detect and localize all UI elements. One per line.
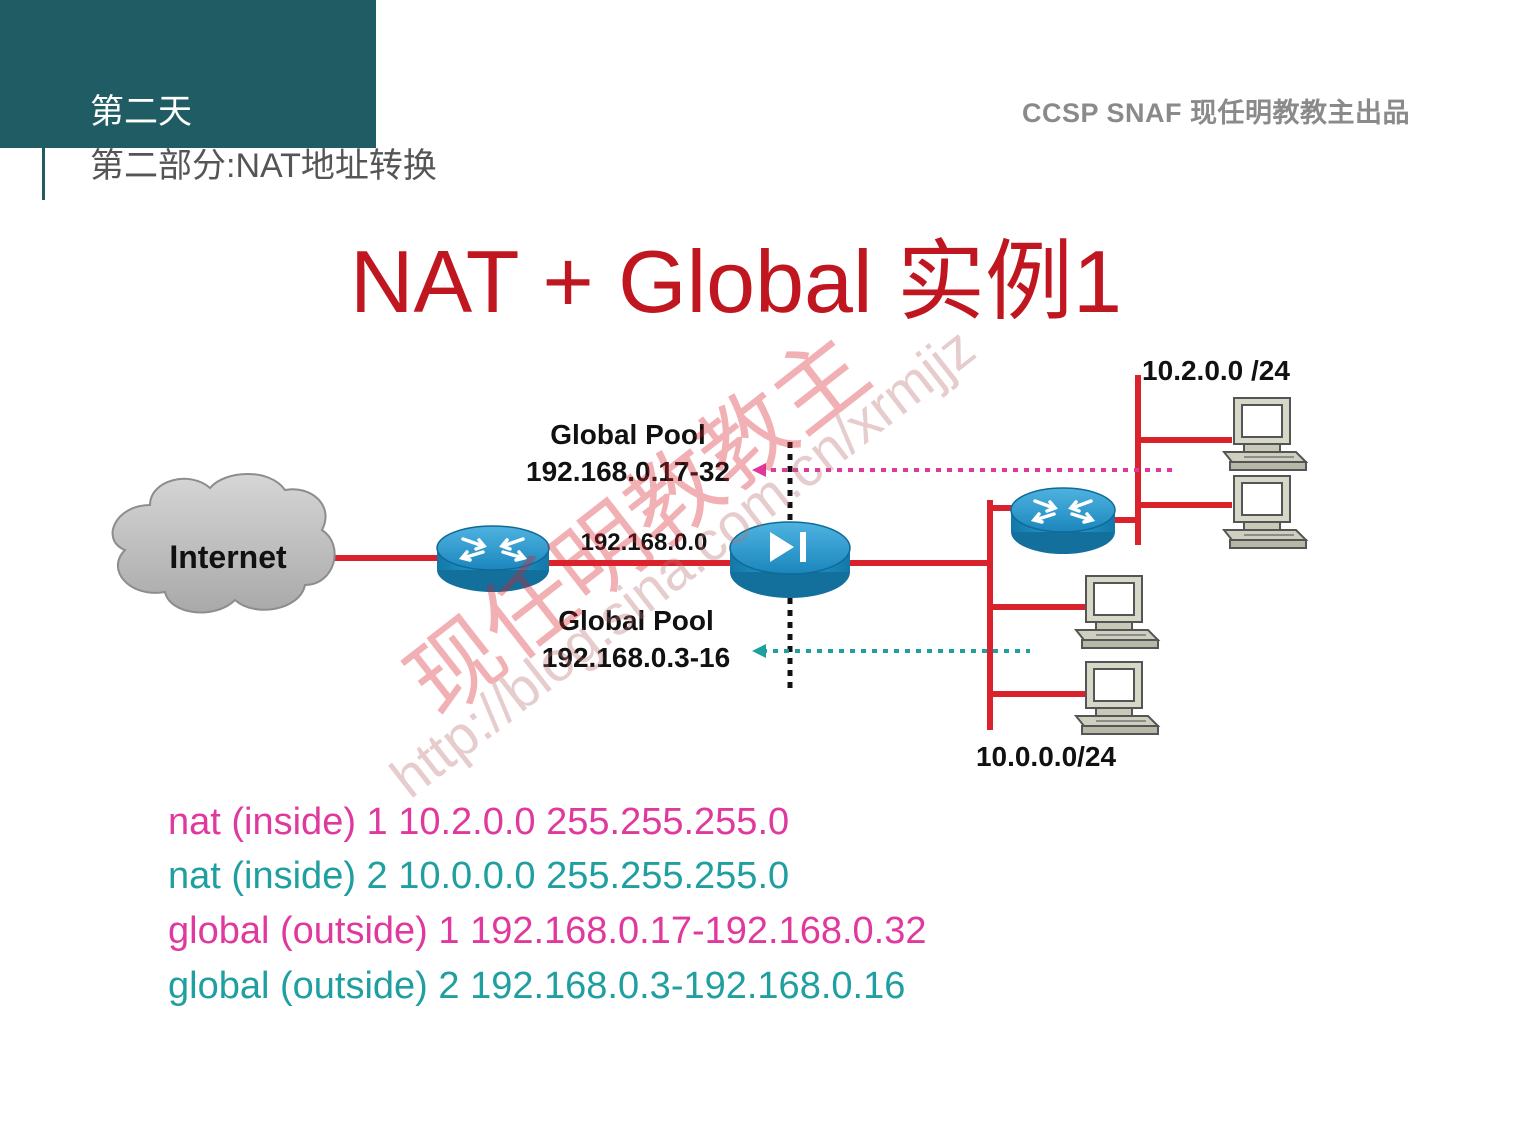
computer-icon: [1223, 397, 1307, 471]
global-pool-2-range: 192.168.0.3-16: [542, 642, 730, 673]
inside-network-upper-label: 10.2.0.0 /24: [1142, 355, 1290, 386]
config-line-global-outside-2: global (outside) 2 192.168.0.3-192.168.0…: [168, 965, 906, 1007]
config-line-global-outside-1: global (outside) 1 192.168.0.17-192.168.…: [168, 910, 927, 952]
global-pool-2-title: Global Pool: [558, 605, 714, 636]
day-title: 第二天: [90, 93, 192, 131]
edge-router-icon: [436, 525, 550, 592]
network-links: [330, 375, 1232, 730]
inside-network-lower-label: 10.0.0.0/24: [976, 741, 1117, 772]
section-title: 第二部分:NAT地址转换: [90, 147, 437, 185]
computer-icon: [1223, 475, 1307, 549]
global-pool-1-title: Global Pool: [550, 419, 706, 450]
internet-cloud-icon: [111, 473, 336, 614]
link-network-label: 192.168.0.0: [581, 529, 708, 556]
computer-icon: [1075, 661, 1159, 735]
config-line-nat-inside-1: nat (inside) 1 10.2.0.0 255.255.255.0: [168, 801, 790, 843]
slide-title: NAT + Global 实例1: [350, 232, 1122, 331]
header-divider: [42, 0, 45, 200]
inside-router-icon: [1010, 487, 1116, 554]
internet-label: Internet: [169, 539, 287, 575]
config-line-nat-inside-2: nat (inside) 2 10.0.0.0 255.255.255.0: [168, 855, 790, 897]
header-block: [0, 0, 376, 148]
firewall-icon: [729, 521, 851, 598]
brand-label: CCSP SNAF 现任明教教主出品: [1022, 98, 1411, 128]
computer-icon: [1075, 575, 1159, 649]
global-pool-1-range: 192.168.0.17-32: [526, 456, 730, 487]
